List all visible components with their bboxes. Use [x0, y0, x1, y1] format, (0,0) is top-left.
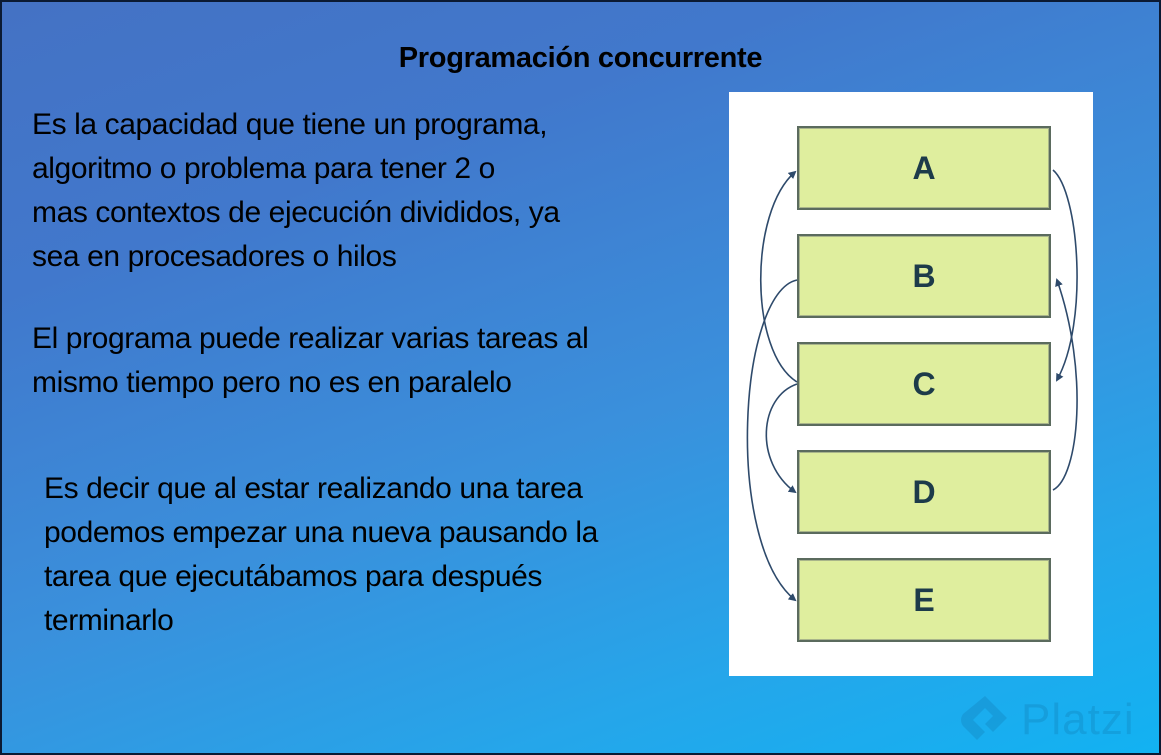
paragraph-definition: Es la capacidad que tiene un programa, a… [32, 103, 712, 279]
paragraph-explanation: Es decir que al estar realizando una tar… [44, 467, 724, 643]
task-label: B [912, 257, 936, 294]
text-line: algoritmo o problema para tener 2 o [32, 152, 495, 185]
text-line: El programa puede realizar varias tareas… [32, 322, 589, 355]
text-line: terminarlo [44, 604, 174, 637]
arrow-c-to-a [760, 170, 798, 383]
task-box-d: D [797, 450, 1051, 534]
slide-title: Programación concurrente [398, 42, 763, 74]
arrows-layer [746, 169, 1078, 602]
task-label: A [912, 149, 936, 186]
arrow-d-to-b [1052, 278, 1078, 491]
paragraph-multitask: El programa puede realizar varias tareas… [32, 317, 712, 405]
arrow-c-to-d [765, 383, 798, 494]
task-box-e: E [797, 558, 1051, 642]
arrow-a-to-c [1052, 169, 1078, 382]
task-label: C [912, 365, 936, 402]
text-line: Es la capacidad que tiene un programa, [32, 108, 548, 141]
task-box-c: C [797, 342, 1051, 426]
text-line: tarea que ejecutábamos para después [44, 560, 543, 593]
text-line: Es decir que al estar realizando una tar… [44, 472, 583, 505]
concurrency-diagram: A B C D E [729, 92, 1093, 676]
task-box-b: B [797, 234, 1051, 318]
text-line: podemos empezar una nueva pausando la [44, 516, 598, 549]
task-label: D [912, 473, 936, 510]
watermark-text: Platzi [1021, 695, 1135, 744]
task-box-a: A [797, 126, 1051, 210]
text-line: sea en procesadores o hilos [32, 240, 397, 273]
text-line: mismo tiempo pero no es en paralelo [32, 366, 512, 399]
arrow-b-to-e [746, 279, 798, 602]
platzi-watermark: Platzi [957, 692, 1135, 748]
task-label: E [913, 581, 935, 618]
platzi-logo-icon [961, 696, 1007, 740]
text-line: mas contextos de ejecución divididos, ya [32, 196, 560, 229]
